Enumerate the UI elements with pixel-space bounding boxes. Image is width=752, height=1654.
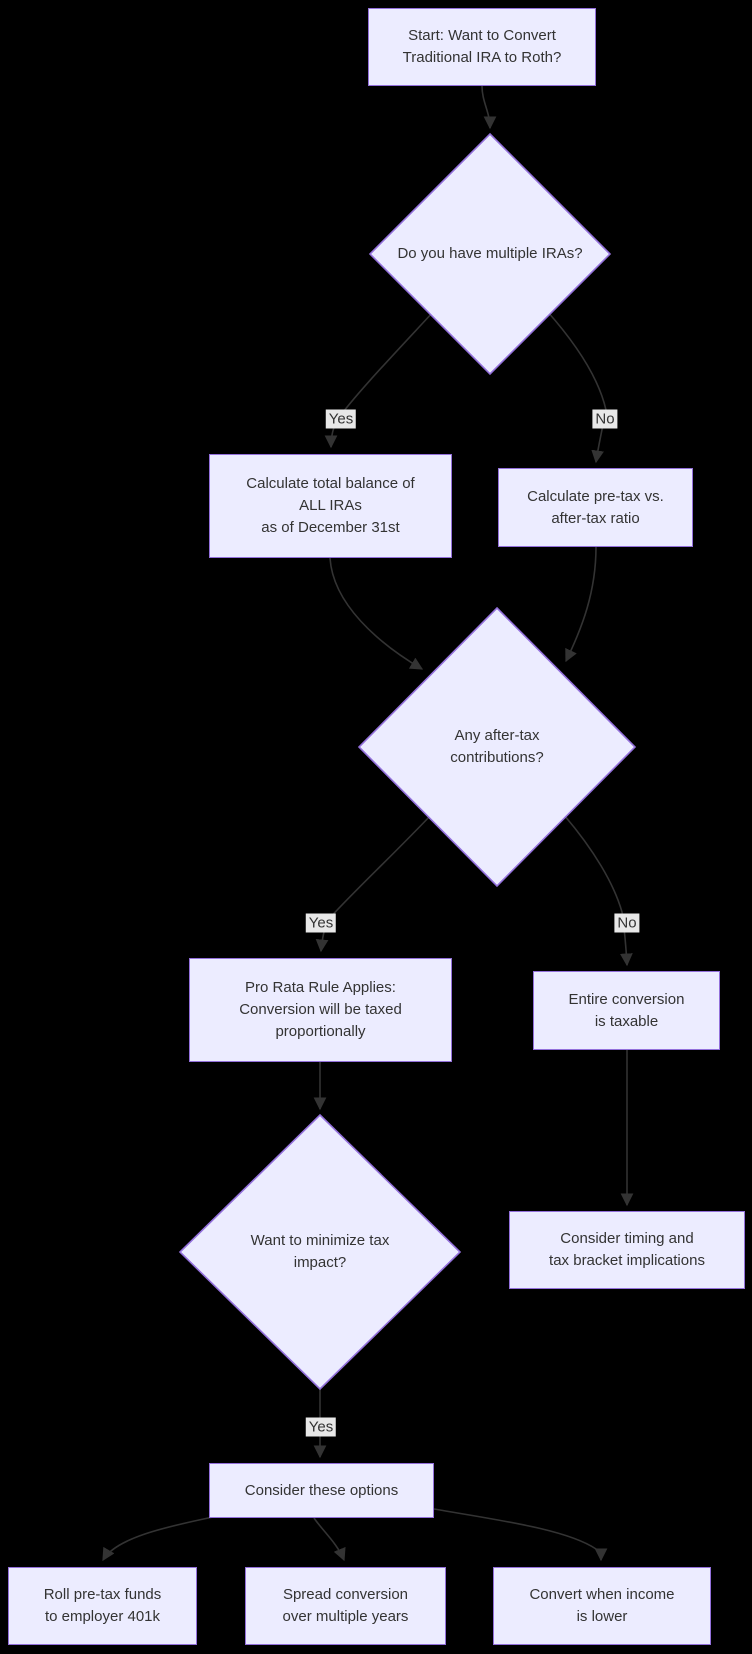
edge-options-to-roll401k (102, 1516, 214, 1562)
decision-after-tax-shape (357, 606, 637, 888)
node-pro-rata: Pro Rata Rule Applies: Conversion will b… (189, 958, 452, 1062)
node-start: Start: Want to Convert Traditional IRA t… (368, 8, 596, 86)
node-pro-rata-line: Pro Rata Rule Applies: (245, 979, 396, 996)
node-after-tax-line: Any after-tax (454, 727, 540, 744)
node-minimize-line: impact? (293, 1254, 347, 1271)
node-minimize: Want to minimize tax impact? (180, 1207, 460, 1297)
decision-multiple-iras-shape (368, 132, 612, 376)
edge-label-no-2: No (614, 913, 640, 933)
node-timing-line: tax bracket implications (549, 1252, 705, 1269)
edge-multiple-iras-no (546, 310, 607, 464)
node-calc-total: Calculate total balance of ALL IRAs as o… (209, 454, 452, 558)
node-pro-rata-line: proportionally (275, 1023, 366, 1040)
node-after-tax: Any after-tax contributions? (359, 702, 635, 792)
node-options-line: Consider these options (244, 1481, 399, 1499)
node-timing-line: Consider timing and (560, 1230, 694, 1247)
node-calc-ratio-line: after-tax ratio (551, 509, 640, 527)
edge-after-tax-no (563, 814, 633, 967)
edge-after-tax-yes (315, 814, 432, 953)
node-entire-line: is taxable (594, 1012, 659, 1030)
node-convert-low-line: Convert when income (529, 1586, 675, 1603)
edge-label-yes-1: Yes (325, 409, 357, 429)
node-start-line: Start: Want to Convert (408, 27, 556, 44)
edge-label-yes-2: Yes (305, 913, 337, 933)
node-options: Consider these options (209, 1463, 434, 1518)
node-entire: Entire conversion is taxable (533, 971, 720, 1050)
node-entire-line: Entire conversion (568, 990, 685, 1008)
node-roll401k-line: Roll pre-tax funds (43, 1586, 162, 1603)
node-start-line: Traditional IRA to Roth? (402, 49, 562, 66)
node-after-tax-line: contributions? (450, 749, 544, 766)
node-roll401k: Roll pre-tax funds to employer 401k (8, 1567, 197, 1645)
node-calc-total-line: Calculate total balance of (246, 475, 415, 492)
node-spread-line: over multiple years (282, 1608, 409, 1625)
edge-options-to-convert-low (433, 1508, 608, 1562)
edge-calc-total-to-after-tax (329, 557, 424, 670)
edge-options-to-spread (313, 1517, 346, 1562)
node-multiple-iras-line: Do you have multiple IRAs? (397, 245, 583, 262)
node-calc-ratio: Calculate pre-tax vs. after-tax ratio (498, 468, 693, 547)
node-convert-low: Convert when income is lower (493, 1567, 711, 1645)
node-calc-ratio-line: Calculate pre-tax vs. (527, 487, 664, 505)
node-timing: Consider timing and tax bracket implicat… (509, 1211, 745, 1289)
node-multiple-iras: Do you have multiple IRAs? (370, 232, 610, 276)
node-pro-rata-line: Conversion will be taxed (239, 1001, 402, 1018)
edge-start-to-multiple-iras (481, 85, 497, 130)
node-minimize-line: Want to minimize tax (250, 1232, 390, 1249)
node-calc-total-line: as of December 31st (261, 519, 400, 536)
edge-label-no-1: No (592, 409, 618, 429)
node-calc-total-line: ALL IRAs (299, 497, 362, 514)
edge-label-yes-3: Yes (305, 1417, 337, 1437)
node-roll401k-line: to employer 401k (44, 1608, 161, 1625)
node-spread: Spread conversion over multiple years (245, 1567, 446, 1645)
decision-minimize-shape (178, 1113, 462, 1391)
node-convert-low-line: is lower (576, 1608, 628, 1625)
node-spread-line: Spread conversion (282, 1586, 409, 1603)
edge-calc-ratio-to-after-tax (565, 546, 597, 663)
